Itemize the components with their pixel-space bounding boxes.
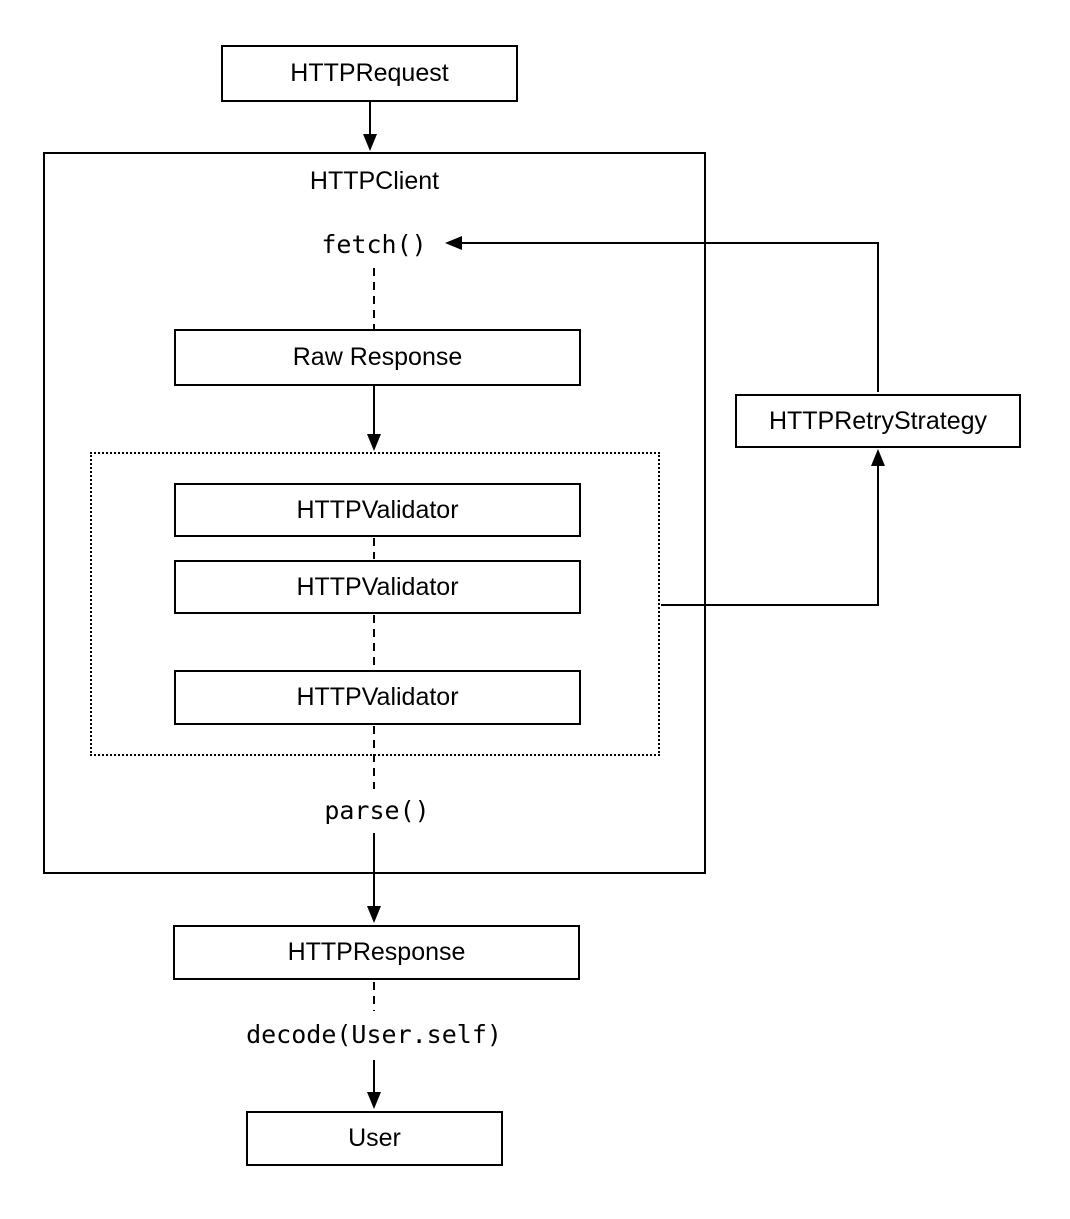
http-request-label: HTTPRequest: [290, 59, 449, 87]
http-validator-label: HTTPValidator: [296, 572, 459, 601]
arrow-decode-to-user: [367, 1060, 381, 1109]
fetch-method-label: fetch(): [321, 230, 427, 259]
arrow-parse-to-response: [367, 833, 381, 923]
http-validator-node-3: HTTPValidator: [174, 670, 581, 725]
http-validator-label: HTTPValidator: [296, 683, 459, 711]
http-validator-label: HTTPValidator: [296, 495, 459, 524]
raw-response-label: Raw Response: [292, 343, 463, 371]
arrow-retry-to-fetch: [445, 236, 879, 392]
http-client-label: HTTPClient: [309, 167, 440, 195]
http-response-label: HTTPResponse: [287, 938, 466, 966]
http-retry-strategy-node: HTTPRetryStrategy: [735, 394, 1021, 448]
user-node: User: [246, 1111, 503, 1166]
http-validator-node-2: HTTPValidator: [174, 560, 581, 614]
arrow-rawresponse-to-validators: [367, 386, 381, 451]
arrow-request-to-client: [363, 102, 377, 151]
parse-method-label: parse(): [324, 796, 430, 825]
raw-response-node: Raw Response: [174, 329, 581, 386]
user-label: User: [348, 1124, 401, 1152]
http-request-node: HTTPRequest: [221, 45, 518, 102]
http-response-node: HTTPResponse: [173, 925, 580, 980]
decode-method-label: decode(User.self): [246, 1020, 502, 1049]
http-validator-node-1: HTTPValidator: [174, 483, 581, 537]
arrow-validators-to-retry: [661, 449, 885, 606]
http-retry-strategy-label: HTTPRetryStrategy: [768, 406, 988, 435]
